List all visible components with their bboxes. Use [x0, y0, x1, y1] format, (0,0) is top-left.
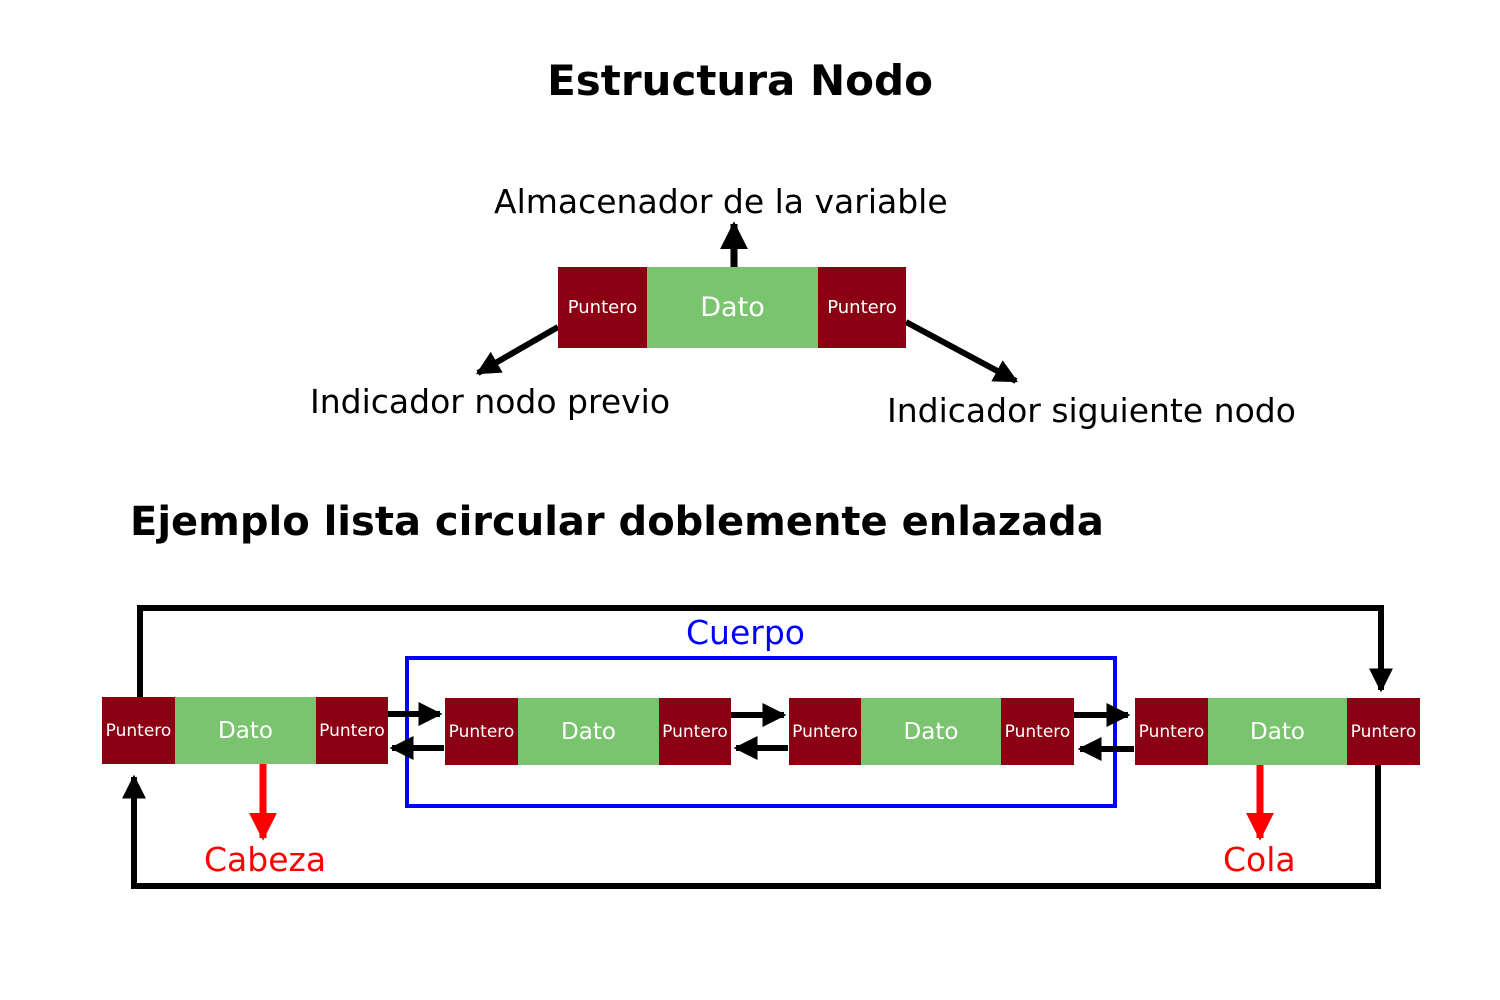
node-prev-pointer: Puntero [558, 267, 647, 348]
list-node-3-next: Puntero [1001, 698, 1074, 765]
tail-label: Cola [1223, 840, 1296, 879]
prev-indicator-label: Indicador nodo previo [310, 382, 671, 421]
list-node-4-data: Dato [1208, 698, 1347, 765]
next-indicator-label: Indicador siguiente nodo [887, 391, 1296, 430]
list-node-3-data: Dato [861, 698, 1001, 765]
list-node-2-data: Dato [518, 698, 659, 765]
list-node-4-next: Puntero [1347, 698, 1420, 765]
list-node-4-prev: Puntero [1135, 698, 1208, 765]
node-structure-title: Estructura Nodo [547, 56, 933, 105]
list-node-1-next: Puntero [316, 697, 388, 764]
body-label: Cuerpo [686, 613, 805, 652]
example-title: Ejemplo lista circular doblemente enlaza… [130, 499, 1104, 545]
circular-link-bottom [122, 764, 1381, 889]
circular-link-top [137, 605, 1393, 697]
head-label: Cabeza [204, 840, 327, 879]
data-storage-label: Almacenador de la variable [494, 182, 948, 221]
body-box [405, 656, 1117, 808]
list-node-1-prev: Puntero [102, 697, 175, 764]
list-node-1-data: Dato [175, 697, 316, 764]
arrow-to-next-indicator [904, 319, 1019, 384]
node-data: Dato [647, 267, 818, 348]
list-node-2-prev: Puntero [445, 698, 518, 765]
arrow-to-prev-indicator [475, 324, 560, 376]
list-node-3-prev: Puntero [789, 698, 861, 765]
list-node-2-next: Puntero [659, 698, 731, 765]
node-next-pointer: Puntero [818, 267, 906, 348]
